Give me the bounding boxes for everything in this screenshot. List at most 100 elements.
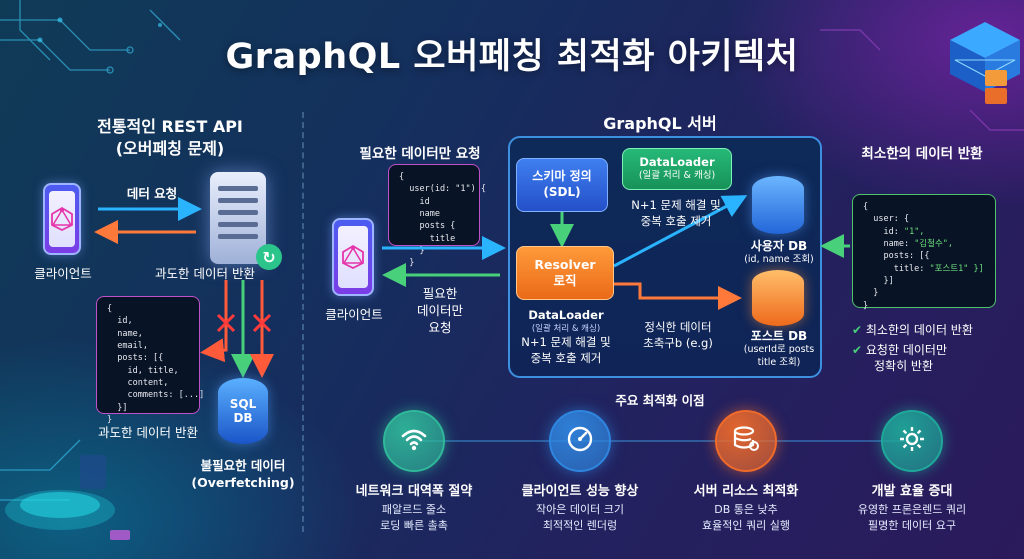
graphql-server-title: GraphQL 서버 bbox=[603, 114, 717, 133]
overfetch-caption-2: (Overfetching) bbox=[191, 474, 295, 490]
benefit-desc-line: 유영한 프론은렌드 쿼리 bbox=[857, 503, 967, 516]
user-db-sub: (id, name 조회) bbox=[744, 254, 814, 266]
resolver-node: Resolver 로직 bbox=[516, 246, 614, 300]
benefits-title: 주요 최적화 이점 bbox=[615, 393, 705, 408]
user-db bbox=[752, 176, 804, 234]
code-line: } bbox=[863, 300, 869, 311]
benefit-desc-line: 필명한 데이터 요구 bbox=[868, 518, 956, 532]
rest-server-return-label: 과도한 데이터 반환 bbox=[155, 266, 255, 281]
response-label-3: 요청 bbox=[428, 319, 452, 335]
rest-title-line1: 전통적인 REST API bbox=[97, 117, 243, 136]
sql-db-label-2: DB bbox=[233, 411, 253, 425]
rest-title-line2: (오버페칭 문제) bbox=[115, 138, 225, 158]
rest-response-code: { id, name, email, posts: [{ id, title, … bbox=[96, 296, 204, 425]
rest-client-phone bbox=[43, 183, 81, 255]
benefit-desc-line: 최적적인 렌더렁 bbox=[542, 518, 618, 532]
post-db bbox=[752, 270, 804, 326]
dataloader-top-node: DataLoader (일괄 처리 & 캐싱) bbox=[622, 148, 732, 190]
dataloader-bottom: DataLoader (일괄 처리 & 캐싱) N+1 문제 해결 및 중복 호… bbox=[510, 308, 622, 366]
section-divider bbox=[302, 112, 304, 532]
benefit-desc-line: 로딩 빠른 촐촉 bbox=[380, 518, 448, 532]
code-line: id, bbox=[107, 316, 133, 327]
precise-2: 초축구b (e.g) bbox=[643, 335, 713, 350]
check-item-1: ✔ 최소한의 데이터 반환 bbox=[852, 322, 1002, 338]
code-line: posts: [{ bbox=[107, 353, 164, 364]
dataloader-top-sub: (일괄 처리 & 캐싱) bbox=[638, 170, 716, 182]
gauge-icon bbox=[565, 424, 595, 458]
check-2-text-1: 요청한 데이터만 bbox=[865, 343, 947, 357]
code-line: posts { bbox=[399, 221, 456, 232]
code-line: } bbox=[107, 414, 113, 425]
code-line: } bbox=[399, 258, 415, 269]
post-db-label: 포스트 DB (userId로 posts title 조회) bbox=[724, 328, 834, 370]
benefit-icon-circle bbox=[881, 410, 943, 472]
dl-bottom-2: (일괄 처리 & 캐싱) bbox=[531, 323, 601, 334]
page-title: GraphQL 오버페칭 최적화 아키텍처 bbox=[225, 37, 799, 77]
benefit-icon-circle bbox=[383, 410, 445, 472]
benefit-title: 네트워크 대역폭 절약 bbox=[355, 484, 473, 499]
code-line: name: "김철수", bbox=[863, 238, 954, 249]
rest-client-label: 클라이언트 bbox=[34, 266, 92, 281]
code-line: posts: [{ bbox=[863, 251, 930, 262]
graphql-client-phone bbox=[332, 218, 374, 296]
code-line: } bbox=[863, 288, 879, 299]
precise-1: 정식한 데이터 bbox=[644, 320, 712, 334]
response-label-2: 데이터만 bbox=[416, 302, 463, 318]
code-line: id bbox=[399, 196, 430, 207]
code-line: { bbox=[107, 304, 113, 314]
graphql-client-label: 클라이언트 bbox=[325, 307, 383, 322]
code-line: id: "1", bbox=[863, 226, 925, 237]
check-item-2: ✔ 요청한 데이터만 정확히 반환 bbox=[852, 342, 1002, 374]
gear-icon bbox=[897, 424, 927, 458]
rest-section-title: 전통적인 REST API (오버페칭 문제) bbox=[70, 116, 270, 159]
minimal-result-code: { user: { id: "1", name: "김철수", posts: [… bbox=[852, 194, 996, 311]
benefit-icon-circle bbox=[549, 410, 611, 472]
code-line: id, title, bbox=[107, 365, 179, 376]
response-label: 필요한 데이터만 요청 bbox=[400, 286, 480, 337]
minimal-return-title: 최소한의 데이터 반환 bbox=[861, 146, 983, 162]
dl-bottom-1: DataLoader bbox=[528, 308, 604, 322]
benefit-title: 클라이언트 성능 향상 bbox=[521, 484, 639, 499]
code-line: } bbox=[399, 245, 425, 256]
code-line: title: "포스트1" }] bbox=[863, 263, 984, 274]
sql-db: SQL DB bbox=[218, 378, 268, 444]
code-line: name, bbox=[107, 328, 143, 339]
post-db-sub-2: title 조회) bbox=[757, 357, 801, 368]
code-line: }] bbox=[863, 275, 894, 286]
check-1-text: 최소한의 데이터 반환 bbox=[865, 323, 973, 337]
code-line: email, bbox=[107, 340, 148, 351]
user-db-title: 사용자 DB bbox=[750, 239, 808, 253]
rest-server bbox=[210, 172, 266, 264]
graphql-logo-icon bbox=[342, 244, 364, 270]
code-line: content, bbox=[107, 377, 169, 388]
response-label-1: 필요한 bbox=[422, 286, 458, 301]
check-icon: ✔ bbox=[852, 323, 863, 337]
benefit-desc-line: 패알르드 줄소 bbox=[381, 503, 447, 516]
benefit-desc-line: 작아은 데이터 크기 bbox=[536, 503, 624, 516]
resolver-label-2: 로직 bbox=[553, 273, 577, 288]
dl-bottom-3: N+1 문제 해결 및 bbox=[521, 334, 611, 349]
code-line: title bbox=[399, 233, 456, 244]
request-section-title: 필요한 데이터만 요청 bbox=[359, 146, 481, 162]
code-line: user: { bbox=[863, 214, 910, 225]
graphql-logo-icon bbox=[51, 206, 73, 232]
code-line: { bbox=[863, 202, 869, 212]
post-db-sub-1: (userId로 posts bbox=[743, 344, 815, 356]
benefit-desc-line: DB 통은 낮추 bbox=[714, 503, 778, 516]
wifi-icon bbox=[399, 424, 429, 458]
dl-bottom-4: 중복 호출 제거 bbox=[530, 350, 602, 365]
sql-db-label-1: SQL bbox=[229, 397, 257, 411]
code-line: name bbox=[399, 208, 440, 219]
benefit-title: 서버 리소스 최적화 bbox=[693, 484, 799, 499]
resolver-label-1: Resolver bbox=[534, 256, 596, 272]
code-line: }] bbox=[107, 402, 128, 413]
benefit-title: 개발 효율 증대 bbox=[871, 484, 953, 499]
check-icon: ✔ bbox=[852, 343, 863, 357]
code-line: { bbox=[399, 172, 405, 182]
